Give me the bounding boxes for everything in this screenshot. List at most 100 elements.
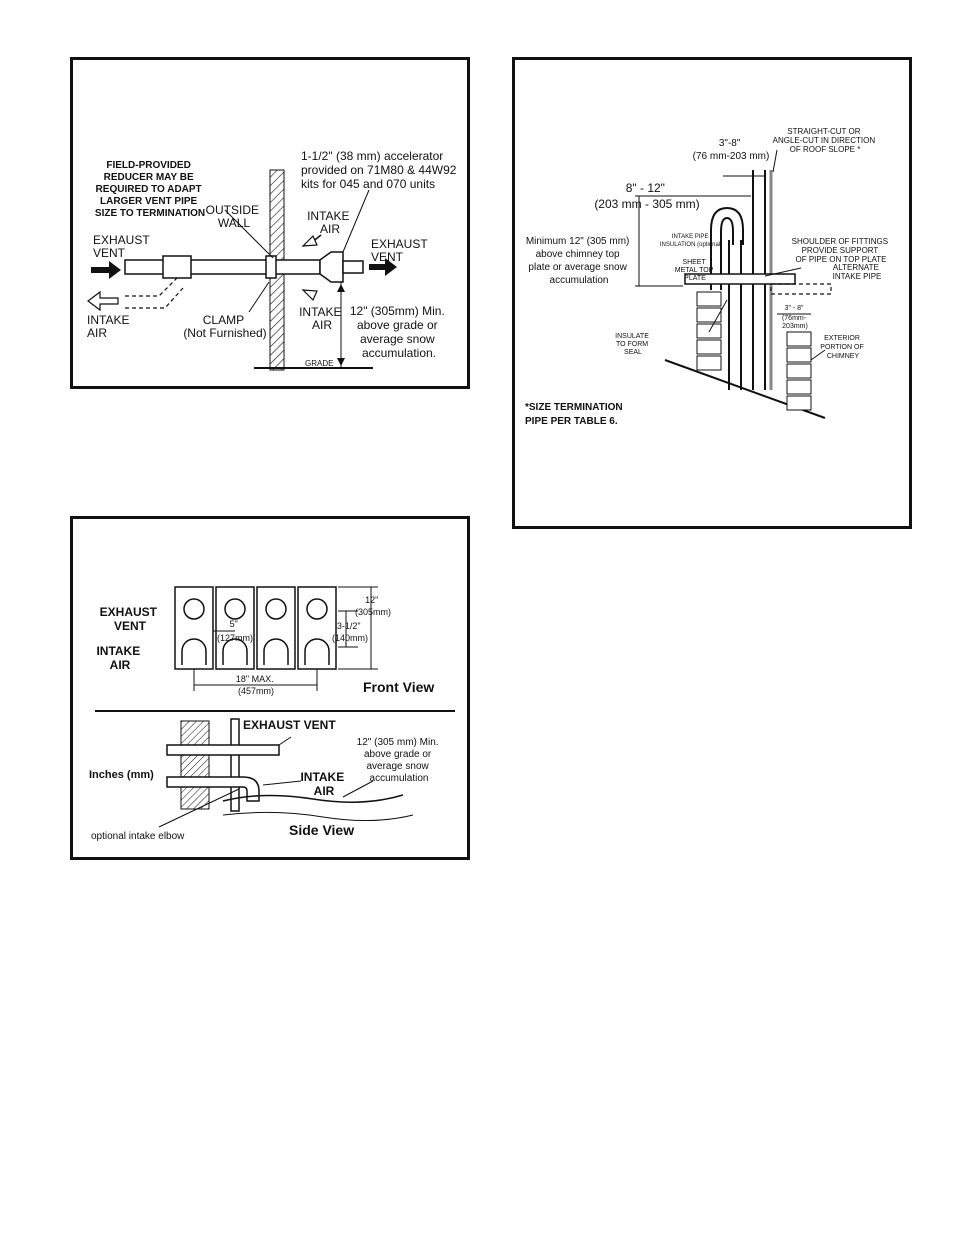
reducer-note: FIELD-PROVIDED REDUCER MAY BE REQUIRED T… <box>95 160 205 219</box>
size-note-line-1: *SIZE TERMINATION <box>525 402 623 413</box>
exhaust-vent-left-label: EXHAUST VENT <box>93 233 153 260</box>
intake-air-top-line-1: INTAKE <box>307 209 349 223</box>
dim-35-label: 3-1/2" (140mm) <box>332 621 368 643</box>
dim-12-line-1: 12" <box>365 595 378 605</box>
intake-hole-3 <box>263 638 289 665</box>
dim-small-line-1: 3" - 8" <box>785 305 804 312</box>
intake-side-leader <box>262 780 302 786</box>
sheet-metal-line-3: PLATE <box>684 275 706 282</box>
dim-18-label: 18" MAX. (457mm) <box>236 674 276 696</box>
brick <box>786 379 812 395</box>
accelerator <box>342 260 364 274</box>
dim-18-line-2: (457mm) <box>238 686 274 696</box>
straight-cut-line-3: OF ROOF SLOPE * <box>790 145 861 154</box>
clearance-note: 12" (305mm) Min. above grade or average … <box>350 304 448 360</box>
clamp <box>265 255 277 279</box>
elbow-leader <box>158 788 240 828</box>
dim-small-line-3: 203mm) <box>782 323 808 330</box>
alternate-intake-pipe <box>770 283 832 295</box>
brick <box>786 363 812 379</box>
exterior-label: EXTERIOR PORTION OF CHIMNEY <box>820 335 865 360</box>
dim-8-12-line-1: 8" - 12" <box>626 181 665 195</box>
exhaust-vent-right-label: EXHAUST VENT <box>371 237 431 264</box>
chimney-termination-drawing: STRAIGHT-CUT OR ANGLE-CUT IN DIRECTION O… <box>525 127 891 427</box>
clearance-line-2: above grade or <box>357 318 438 332</box>
brick <box>786 331 812 347</box>
ground-line <box>222 811 414 822</box>
size-note-line-2: PIPE PER TABLE 6. <box>525 416 618 427</box>
reducer-line-5: SIZE TO TERMINATION <box>95 208 205 219</box>
sheet-metal-line-2: METAL TOP <box>675 267 714 274</box>
size-note: *SIZE TERMINATION PIPE PER TABLE 6. <box>525 402 625 427</box>
intake-hook-outer <box>710 206 744 290</box>
shoulder-line-3: OF PIPE ON TOP PLATE <box>796 255 887 264</box>
exhaust-vent-right-line-1: EXHAUST <box>371 237 428 251</box>
dim-5-line-2: (127mm) <box>217 633 253 643</box>
outside-wall-line-1: OUTSIDE <box>206 203 259 217</box>
side-clearance-line-3: average snow <box>366 761 429 772</box>
side-clearance-note: 12" (305 mm) Min. above grade or average… <box>357 737 442 784</box>
termination-cap <box>319 251 344 283</box>
minimum-note: Minimum 12" (305 mm) above chimney top p… <box>526 236 632 286</box>
front-view-plates <box>174 586 337 670</box>
reducer-line-1: FIELD-PROVIDED <box>106 160 190 171</box>
insulation-line-1: INTAKE PIPE <box>672 234 709 240</box>
alternate-line-1: ALTERNATE <box>833 263 879 272</box>
insulate-label: INSULATE TO FORM SEAL <box>615 333 651 356</box>
intake-air-bottom-label: INTAKE AIR <box>299 305 345 332</box>
accelerator-line-2: provided on 71M80 & 44W92 <box>301 163 457 177</box>
shoulder-line-2: PROVIDE SUPPORT <box>802 246 879 255</box>
alternate-label: ALTERNATE INTAKE PIPE <box>833 263 882 281</box>
side-intake-line-1: INTAKE <box>300 770 344 784</box>
intake-out-arrow <box>87 290 119 312</box>
dim-8-12-label: 8" - 12" (203 mm - 305 mm) <box>594 181 699 211</box>
clamp-line-2: (Not Furnished) <box>183 326 266 340</box>
chimney-termination-figure: STRAIGHT-CUT OR ANGLE-CUT IN DIRECTION O… <box>512 57 912 529</box>
dim-arrow-down <box>337 358 345 366</box>
intake-air-left-line-1: INTAKE <box>87 313 129 327</box>
minimum-line-3: plate or average snow <box>528 262 627 273</box>
intake-pipe <box>125 277 178 297</box>
insulate-line-3: SEAL <box>624 349 642 356</box>
side-wall <box>180 720 210 810</box>
exhaust-vent-right-line-2: VENT <box>371 250 404 264</box>
side-intake-elbow <box>166 776 260 802</box>
exterior-line-1: EXTERIOR <box>824 335 860 342</box>
wall-termination-figure: FIELD-PROVIDED REDUCER MAY BE REQUIRED T… <box>70 57 470 389</box>
dim-small-line-2: (76mm- <box>782 315 807 322</box>
insulate-line-1: INSULATE <box>615 333 649 340</box>
clearance-line-4: accumulation. <box>362 346 436 360</box>
insulation-label: INTAKE PIPE INSULATION (optional) <box>660 234 722 248</box>
intake-hook-inner <box>720 216 734 290</box>
intake-bottom-arrow <box>301 289 318 302</box>
shoulder-leader <box>764 267 802 277</box>
minimum-line-4: accumulation <box>550 275 609 286</box>
inches-mm-label: Inches (mm) <box>89 769 154 781</box>
intake-air-left-label: INTAKE AIR <box>87 313 133 340</box>
side-intake-label: INTAKE AIR <box>300 770 347 798</box>
outside-wall-line-2: WALL <box>218 216 251 230</box>
reducer-line-2: REDUCER MAY BE <box>104 172 194 183</box>
dim-18-line-1: 18" MAX. <box>236 674 274 684</box>
dim-8-12-line-2: (203 mm - 305 mm) <box>594 197 699 211</box>
exhaust-hole-2 <box>224 598 246 620</box>
insulation-line-2: INSULATION (optional) <box>660 242 722 248</box>
insulate-line-2: TO FORM <box>616 341 648 348</box>
side-clearance-line-4: accumulation <box>370 773 429 784</box>
intake-air-bottom-line-1: INTAKE <box>299 305 341 319</box>
front-intake-label: INTAKE AIR <box>96 644 143 672</box>
intake-hole-4 <box>304 638 330 665</box>
minimum-line-1: Minimum 12" (305 mm) <box>526 236 630 247</box>
shoulder-label: SHOULDER OF FITTINGS PROVIDE SUPPORT OF … <box>792 237 891 264</box>
brick <box>696 339 722 355</box>
accelerator-line-1: 1-1/2" (38 mm) accelerator <box>301 149 443 163</box>
dim-3-8-label: 3"-8" (76 mm-203 mm) <box>693 138 770 162</box>
intake-air-top-line-2: AIR <box>320 222 340 236</box>
exhaust-vent-left-line-1: EXHAUST <box>93 233 150 247</box>
dim-12-line-2: (305mm) <box>355 607 391 617</box>
multiple-termination-drawing: EXHAUST VENT INTAKE AIR 5" (127mm) 12" (… <box>89 586 455 842</box>
reducer-line-3: REQUIRED TO ADAPT <box>96 184 202 195</box>
dim-arrow-up <box>337 284 345 292</box>
exterior-line-3: CHIMNEY <box>827 353 860 360</box>
exterior-line-2: PORTION OF <box>820 344 863 351</box>
